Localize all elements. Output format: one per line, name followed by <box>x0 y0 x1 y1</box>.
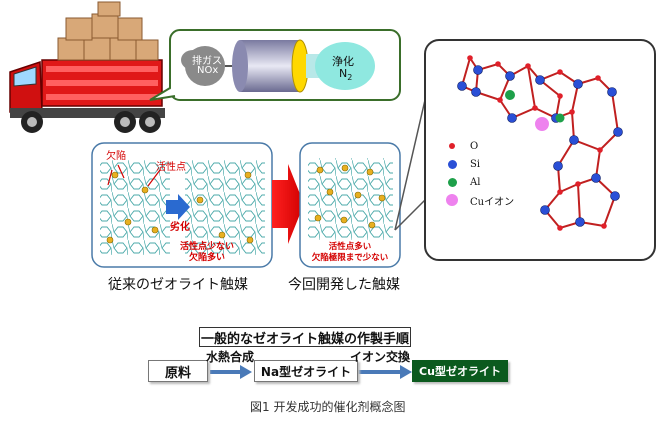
clean-gas-cloud <box>315 42 375 90</box>
legend-label: O <box>470 140 479 152</box>
si-atoms <box>457 65 623 227</box>
catalyst-cylinder <box>240 40 300 92</box>
step-na-zeolite: Na型ゼオライト <box>254 360 358 382</box>
legend-label: Si <box>470 158 481 170</box>
clean-label: 浄化 <box>332 55 354 68</box>
step-raw-material: 原料 <box>148 360 208 382</box>
legend-item: O <box>446 138 556 154</box>
ion-exchange-label: イオン交換 <box>350 350 411 364</box>
step-cu-zeolite: Cu型ゼオライト <box>412 360 508 382</box>
defect-label: 欠陥 <box>106 151 126 162</box>
clean-species: N2 <box>339 67 353 83</box>
legend-item: Si <box>446 156 556 172</box>
figure-caption: 図1 开发成功的催化剂概念图 <box>250 400 406 414</box>
old-catalyst-caption: 従来のゼオライト触媒 <box>108 277 248 293</box>
hydrothermal-arrow <box>210 365 252 379</box>
cu-ion <box>535 117 549 131</box>
procedure-title: 一般的なゼオライト触媒の作製手順 <box>199 327 411 347</box>
legend-label: Cuイオン <box>470 196 515 208</box>
legend-item: Al <box>446 174 556 190</box>
exhaust-species: NOx <box>197 65 219 76</box>
old-summary: 活性点少ない欠陥多い <box>180 242 235 263</box>
exhaust-label: 排ガス <box>192 56 222 67</box>
degradation-arrow <box>166 194 190 220</box>
truck-icon <box>9 1 165 133</box>
al-atom-2 <box>555 113 565 123</box>
zoom-connector <box>394 199 426 231</box>
active-site-label: 活性点 <box>156 162 186 173</box>
ion-exchange-arrow <box>358 365 412 379</box>
legend-swatch <box>446 194 458 206</box>
degradation-label: 劣化 <box>170 222 190 233</box>
legend-swatch <box>449 143 455 149</box>
legend-swatch <box>447 159 457 169</box>
o-atoms <box>467 55 607 231</box>
hydrothermal-label: 水熱合成 <box>206 350 255 364</box>
al-atom <box>505 90 515 100</box>
improvement-arrow <box>272 164 304 244</box>
legend-label: Al <box>470 176 481 188</box>
new-summary: 活性点多い欠陥極限まで少ない <box>311 242 389 263</box>
new-catalyst-caption: 今回開発した触媒 <box>288 277 400 293</box>
legend-item: Cuイオン <box>446 192 556 208</box>
legend-swatch <box>447 177 457 187</box>
